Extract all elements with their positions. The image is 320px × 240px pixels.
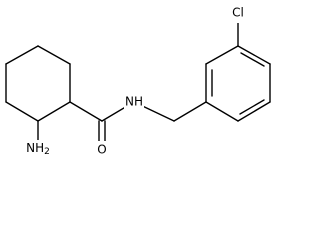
bond-c6-c1 — [5, 45, 39, 65]
nh2-label-bg — [26, 140, 54, 158]
structure-diagram: NH O Cl NH2 — [5, 6, 271, 158]
bond-b6-b1 — [205, 101, 239, 122]
chlorine-label: Cl — [232, 6, 244, 20]
molecule-svg: NH O Cl NH2 — [5, 6, 271, 158]
bond-c3-carbonyl — [69, 101, 103, 122]
nh-label-bg — [124, 94, 144, 110]
nh2-label: NH2 — [26, 141, 50, 157]
amide-group — [69, 101, 207, 142]
bond-b5-b6 — [237, 101, 271, 122]
aromatic-inner-3 — [239, 99, 265, 115]
oxygen-label: O — [97, 143, 106, 157]
bond-c4-c5 — [5, 101, 39, 122]
oxygen-label-bg — [95, 141, 109, 157]
nh-label: NH — [125, 95, 143, 109]
nh2-subscript: 2 — [44, 147, 50, 157]
nh2-main: NH — [26, 141, 44, 155]
bond-c3-c4 — [37, 101, 71, 122]
benzene-ring — [205, 45, 271, 122]
bond-ch2-ring — [173, 101, 207, 122]
aromatic-inner-2 — [240, 52, 265, 67]
cyclohexane-ring — [5, 45, 71, 122]
bond-c1-c2 — [37, 45, 71, 65]
chlorine-label-bg — [230, 6, 248, 23]
bond-b3-b4 — [237, 45, 271, 65]
bond-b2-b3 — [205, 45, 239, 65]
